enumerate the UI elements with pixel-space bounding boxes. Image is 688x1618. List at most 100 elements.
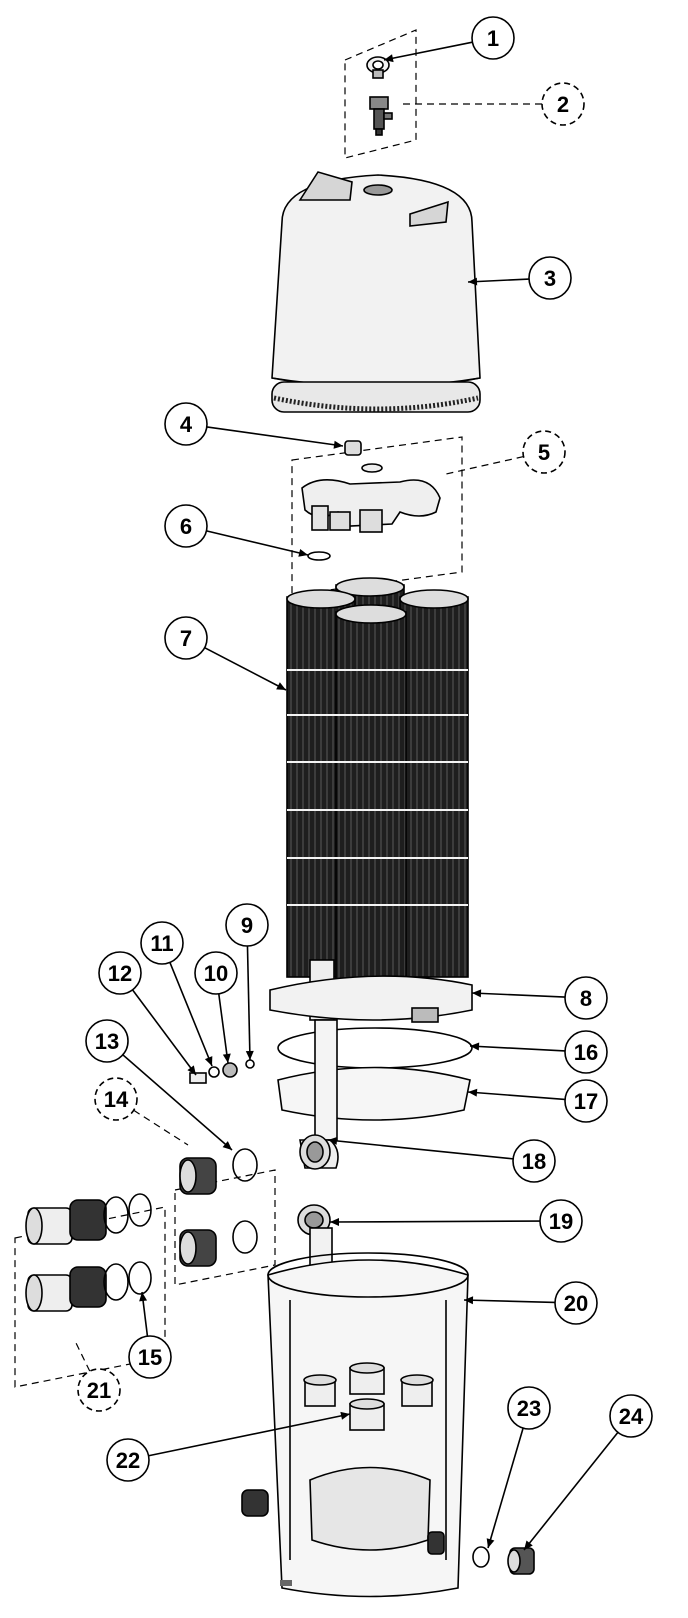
arrowhead-6	[298, 549, 308, 557]
standpipes-part-22	[303, 1362, 434, 1431]
callout-label-11: 11	[150, 931, 173, 956]
callout-circle-18	[512, 1139, 556, 1183]
callout-circle-20	[554, 1281, 598, 1325]
arrowhead-9	[245, 1050, 254, 1060]
callout-label-21: 21	[87, 1378, 111, 1403]
arrowhead-1	[384, 54, 394, 63]
leader-line-24	[523, 1431, 619, 1551]
leader-line-5	[445, 456, 524, 475]
elbow-part-18	[299, 1134, 339, 1170]
callout-21: 21	[77, 1368, 121, 1412]
washer-part-11	[208, 1066, 220, 1078]
leader-line-9	[246, 945, 251, 1061]
bolt-part-12	[189, 1072, 207, 1084]
callout-label-12: 12	[108, 961, 132, 986]
callout-circle-19	[539, 1199, 583, 1243]
leader-line-19	[329, 1220, 541, 1223]
air-relief-cap-part-1	[366, 56, 390, 79]
callout-circle-12	[98, 951, 142, 995]
callout-label-13: 13	[95, 1029, 119, 1054]
arrowhead-10	[222, 1053, 231, 1063]
arrowhead-11	[204, 1056, 213, 1066]
callout-label-20: 20	[564, 1291, 588, 1316]
callout-label-10: 10	[204, 961, 228, 986]
arrowhead-16	[470, 1042, 480, 1051]
callout-14: 14	[94, 1077, 138, 1121]
callout-label-17: 17	[574, 1089, 598, 1114]
callout-7: 7	[164, 616, 208, 660]
callout-label-18: 18	[522, 1149, 546, 1174]
band-part-17	[277, 1066, 471, 1121]
arrowhead-15	[139, 1292, 148, 1302]
callout-6: 6	[164, 504, 208, 548]
tank-lid-part-3	[271, 171, 481, 413]
leader-line-16	[469, 1045, 566, 1052]
o-ring-part-13	[232, 1148, 258, 1254]
callout-17: 17	[564, 1079, 608, 1123]
arrowhead-17	[468, 1088, 478, 1097]
callout-circle-16	[564, 1030, 608, 1074]
callout-9: 9	[225, 903, 269, 947]
callout-label-5: 5	[538, 440, 550, 465]
callout-23: 23	[507, 1386, 551, 1430]
leader-line-6	[206, 530, 309, 556]
callout-3: 3	[528, 256, 572, 300]
arrowhead-13	[222, 1141, 232, 1150]
callout-22: 22	[106, 1438, 150, 1482]
callout-label-2: 2	[557, 92, 569, 117]
callout-circle-11	[140, 921, 184, 965]
drain-plug-part-24	[507, 1547, 535, 1575]
union-fitting-part-14	[179, 1157, 217, 1267]
callout-circle-13	[85, 1019, 129, 1063]
callout-circle-21	[77, 1368, 121, 1412]
callout-label-6: 6	[180, 514, 192, 539]
callout-19: 19	[539, 1199, 583, 1243]
callout-circle-3	[528, 256, 572, 300]
leader-line-8	[471, 992, 566, 998]
leader-line-13	[122, 1054, 233, 1151]
arrowhead-19	[330, 1217, 340, 1226]
tank-o-ring-part-16	[277, 1027, 473, 1069]
callout-15: 15	[128, 1335, 172, 1379]
callout-circle-4	[164, 402, 208, 446]
callout-18: 18	[512, 1139, 556, 1183]
leader-line-7	[204, 646, 287, 691]
arrowhead-8	[472, 989, 482, 998]
arrowhead-7	[276, 682, 286, 690]
leader-line-12	[131, 989, 197, 1076]
leader-line-3	[467, 278, 530, 283]
leader-line-1	[383, 41, 473, 61]
callout-circle-1	[471, 16, 515, 60]
callout-1: 1	[471, 16, 515, 60]
leader-line-18	[327, 1139, 514, 1160]
callout-circle-9	[225, 903, 269, 947]
callout-label-3: 3	[544, 266, 556, 291]
o-ring-part-23	[472, 1546, 490, 1568]
callout-circle-15	[128, 1335, 172, 1379]
leader-line-4	[206, 426, 344, 447]
group-box-14	[174, 1169, 276, 1286]
o-ring-part-15	[128, 1193, 152, 1295]
callout-circle-7	[164, 616, 208, 660]
callout-label-15: 15	[138, 1345, 162, 1370]
callout-5: 5	[522, 430, 566, 474]
callout-2: 2	[541, 82, 585, 126]
center-pipe	[314, 1019, 338, 1141]
leader-line-23	[487, 1427, 524, 1549]
callout-circle-2	[541, 82, 585, 126]
callout-circle-17	[564, 1079, 608, 1123]
callout-label-8: 8	[580, 986, 592, 1011]
arrowhead-12	[187, 1065, 196, 1075]
callout-label-19: 19	[549, 1209, 573, 1234]
callout-label-4: 4	[180, 412, 193, 437]
arrowhead-18	[328, 1136, 338, 1145]
union-tailpiece-part-21	[25, 1196, 129, 1312]
arrowhead-22	[340, 1411, 350, 1420]
nut-part-10	[222, 1062, 238, 1078]
cap-part-4	[344, 440, 362, 456]
leader-line-21	[75, 1342, 91, 1372]
leader-line-10	[217, 993, 229, 1064]
arrowhead-3	[468, 277, 478, 286]
